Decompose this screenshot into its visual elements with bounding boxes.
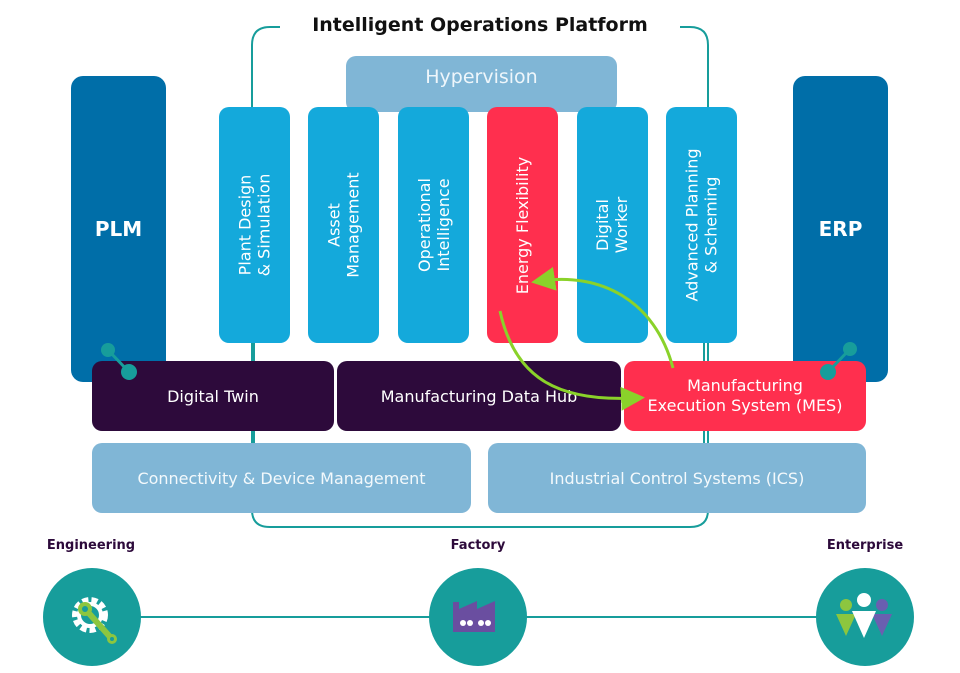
module-operational-intelligence[interactable]: Operational Intelligence [398,107,469,343]
data-hub-block[interactable]: Manufacturing Data Hub [337,361,621,431]
erp-pillar[interactable]: ERP [793,76,888,382]
category-factory-label: Factory [450,538,506,553]
category-factory[interactable] [429,568,527,666]
arrow-mes-to-energy [531,266,675,369]
module-energy-flexibility[interactable]: Energy Flexibility [487,107,558,343]
module-asset-management[interactable]: Asset Management [308,107,379,343]
people-icon [836,593,892,638]
plm-pillar[interactable]: PLM [71,76,166,382]
digital-twin-label: Digital Twin [167,386,259,406]
plm-link-icon [101,343,137,380]
category-engineering[interactable] [43,568,141,666]
digital-twin-block[interactable]: Digital Twin [92,361,334,431]
platform-bracket [251,26,709,528]
category-engineering-label: Engineering [46,538,136,553]
arrow-energy-to-mes [498,310,645,411]
module-plant-design[interactable]: Plant Design & Simulation [219,107,290,343]
connectivity-block[interactable]: Connectivity & Device Management [92,443,471,513]
category-enterprise[interactable] [816,568,914,666]
module-digital-worker[interactable]: Digital Worker [577,107,648,343]
erp-label: ERP [818,217,863,241]
erp-link-icon [820,342,857,380]
factory-icon [453,601,495,632]
data-hub-label: Manufacturing Data Hub [380,386,578,406]
mes-label: Manufacturing Execution System (MES) [647,376,843,415]
category-enterprise-label: Enterprise [826,538,904,553]
gear-wrench-icon [72,597,117,644]
ics-block[interactable]: Industrial Control Systems (ICS) [488,443,866,513]
connectivity-label: Connectivity & Device Management [137,468,426,488]
module-advanced-planning[interactable]: Advanced Planning & Scheming [666,107,737,343]
plm-label: PLM [94,217,143,241]
platform-title: Intelligent Operations Platform [280,10,680,40]
ics-label: Industrial Control Systems (ICS) [549,468,805,488]
hypervision-block[interactable]: Hypervision [346,56,617,112]
